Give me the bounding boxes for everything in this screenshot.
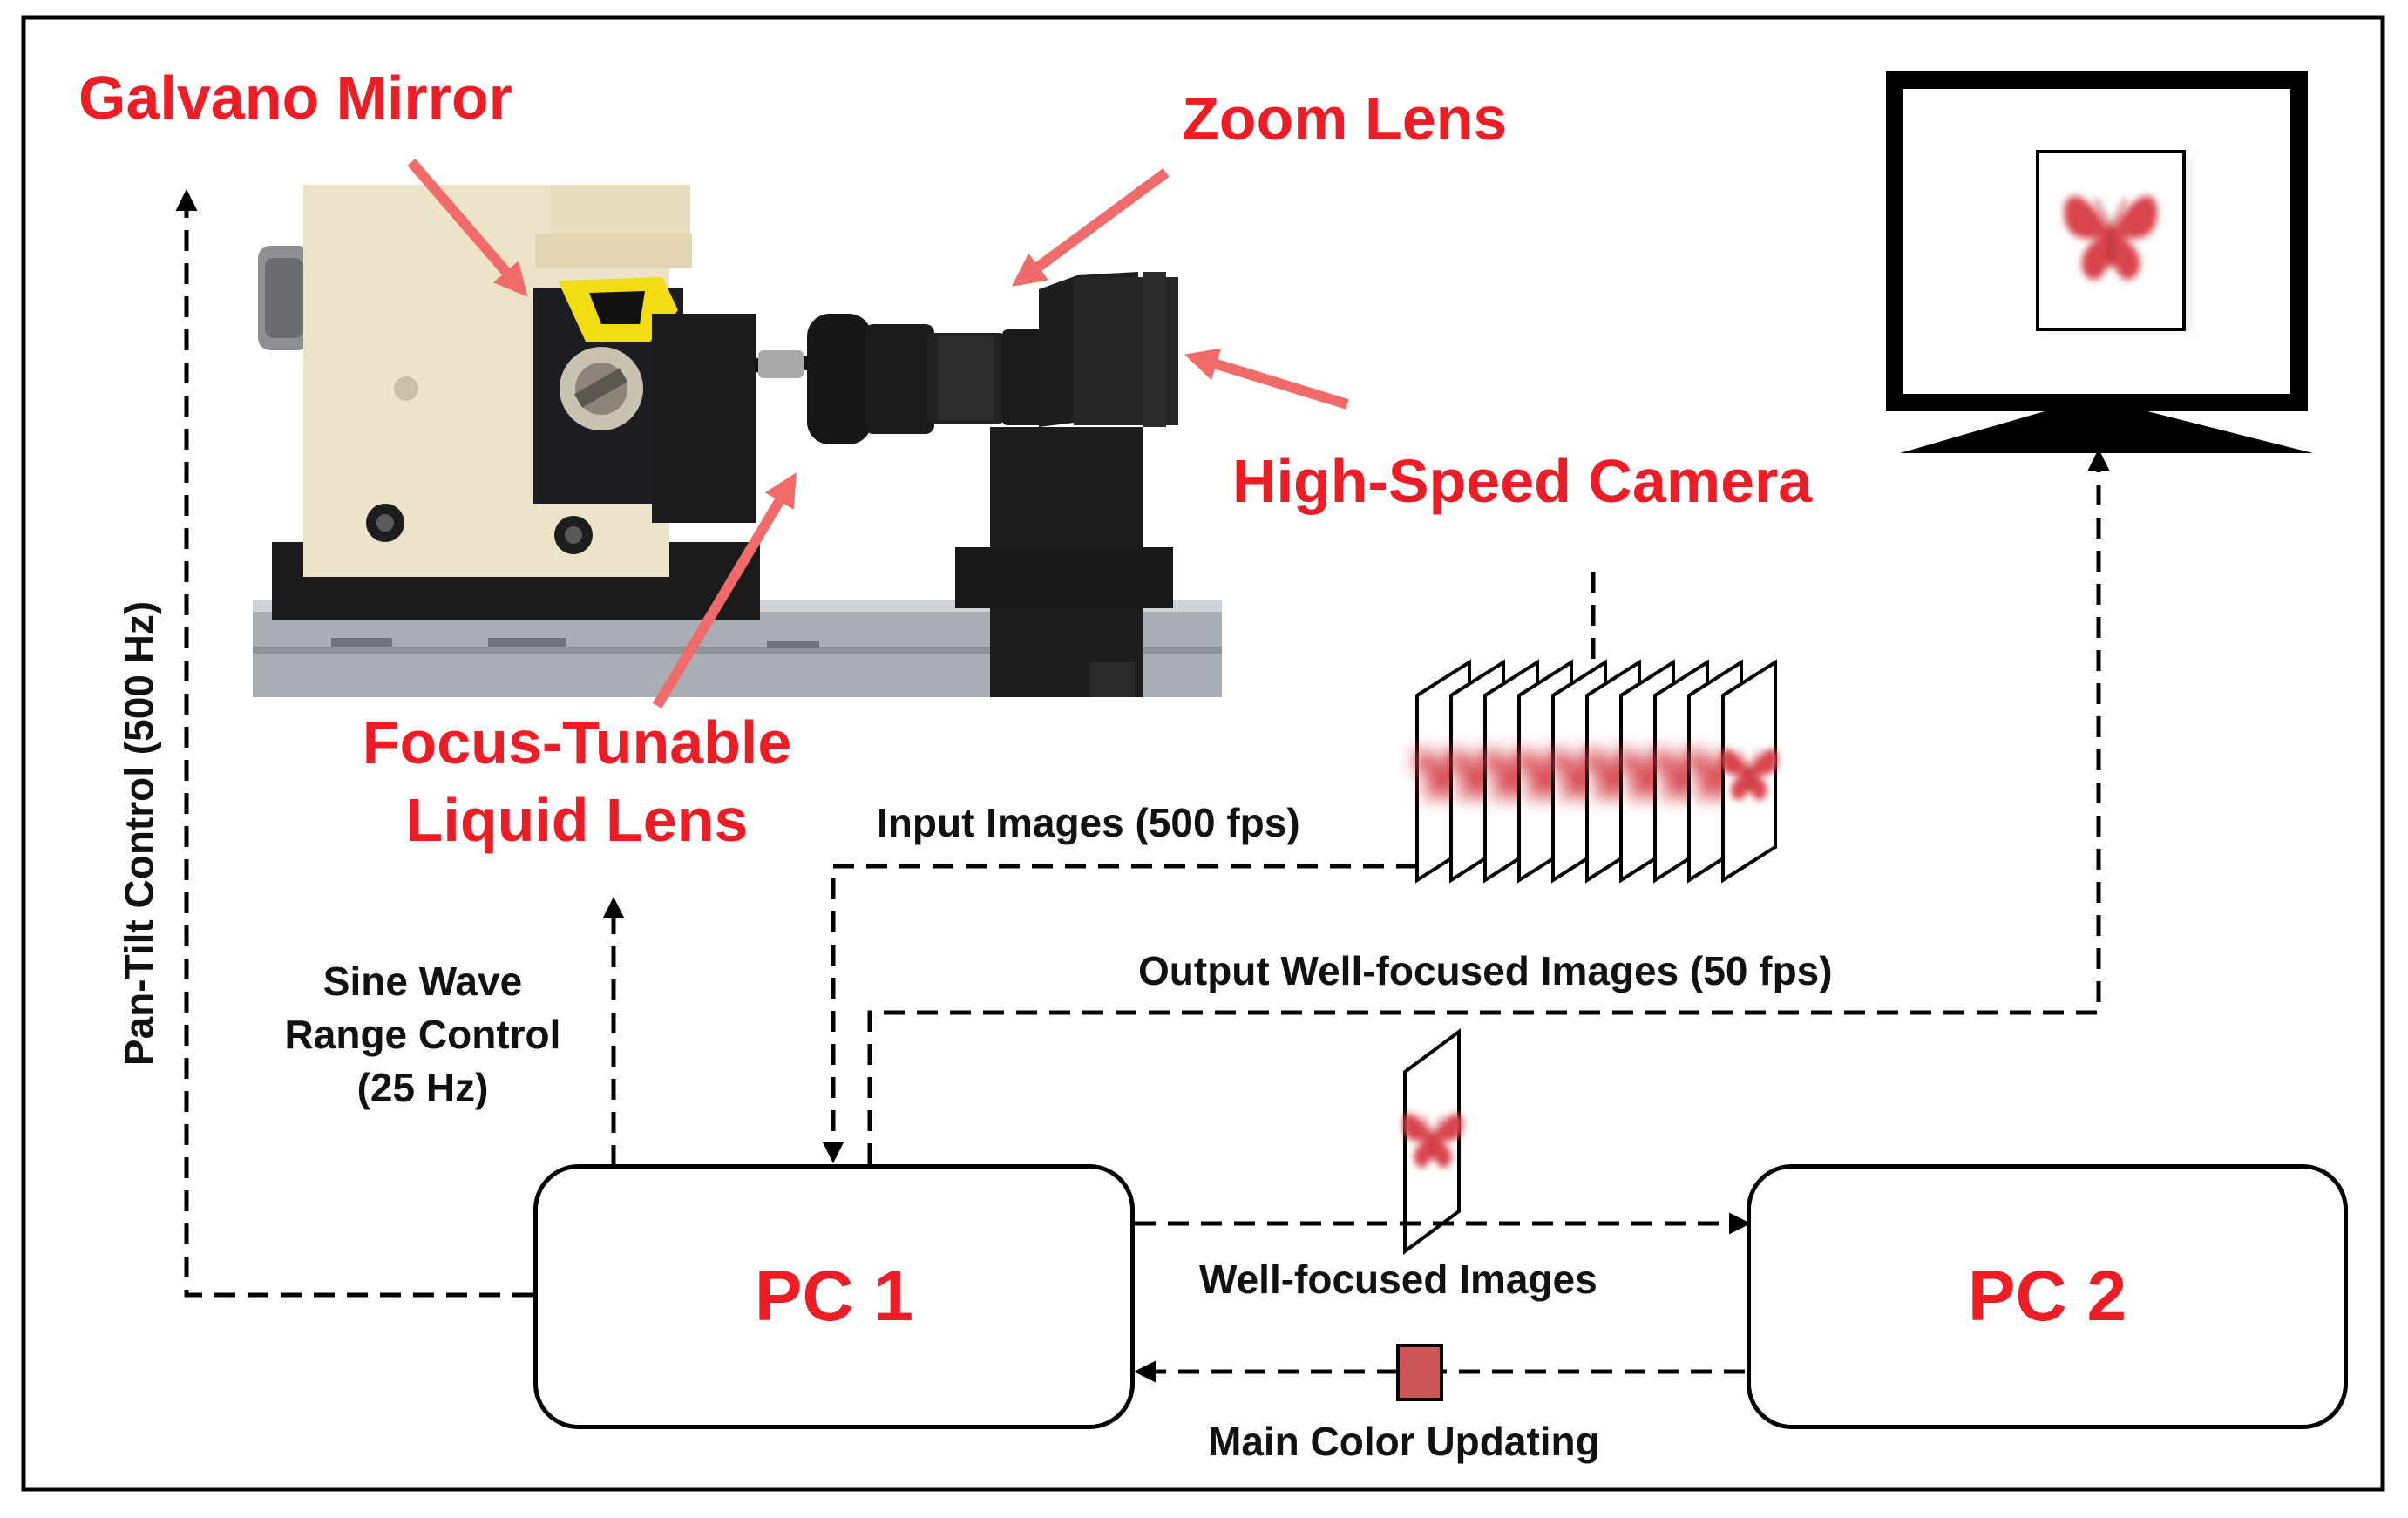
- ftl-pointer-arrow: [652, 472, 797, 709]
- high-speed-camera-label: High-Speed Camera: [1232, 447, 1813, 515]
- ftl-line1: Focus-Tunable: [362, 708, 792, 776]
- sine-line3: (25 Hz): [356, 1064, 489, 1110]
- output-images-label: Output Well-focused Images (50 fps): [1138, 948, 1833, 993]
- sine-line1: Sine Wave: [322, 959, 523, 1004]
- output-images-connector: [867, 449, 2110, 1164]
- pc2-label: PC 2: [1967, 1257, 2127, 1336]
- annotation-arrows: [407, 159, 1349, 709]
- well-focused-label: Well-focused Images: [1199, 1257, 1597, 1302]
- zoom-lens-label: Zoom Lens: [1182, 85, 1508, 152]
- input-image-frame: [1720, 659, 1778, 884]
- sine-line2: Range Control: [284, 1011, 561, 1057]
- pc2-box: PC 2: [1747, 1164, 2348, 1429]
- zoom-pointer-arrow: [1011, 168, 1170, 287]
- galvano-pointer-arrow: [407, 159, 528, 297]
- outer-border: [21, 15, 2385, 1492]
- connectors: [175, 189, 2110, 1383]
- pan-tilt-label: Pan-Tilt Control (500 Hz): [116, 600, 162, 1067]
- image-frame-stack-icon: [1414, 659, 1778, 884]
- main-color-label: Main Color Updating: [1208, 1419, 1600, 1464]
- monitor-icon: [1886, 71, 2313, 453]
- sine-wave-label: Sine Wave Range Control (25 Hz): [235, 959, 610, 1111]
- input-images-connector: [822, 864, 1417, 1163]
- focus-tunable-liquid-lens-label: Focus-Tunable Liquid Lens: [324, 708, 830, 855]
- input-images-label: Input Images (500 fps): [877, 800, 1300, 845]
- pc1-box: PC 1: [533, 1164, 1135, 1429]
- main-color-swatch: [1396, 1344, 1443, 1401]
- galvano-mirror-label: Galvano Mirror: [78, 64, 512, 132]
- ftl-line2: Liquid Lens: [405, 785, 749, 854]
- pc1-label: PC 1: [754, 1257, 914, 1336]
- well-focused-image-frame: [1402, 1028, 1462, 1255]
- pan-tilt-connector: [175, 189, 533, 1298]
- camera-pointer-arrow: [1184, 348, 1349, 410]
- camera-device-photo: [253, 150, 1236, 697]
